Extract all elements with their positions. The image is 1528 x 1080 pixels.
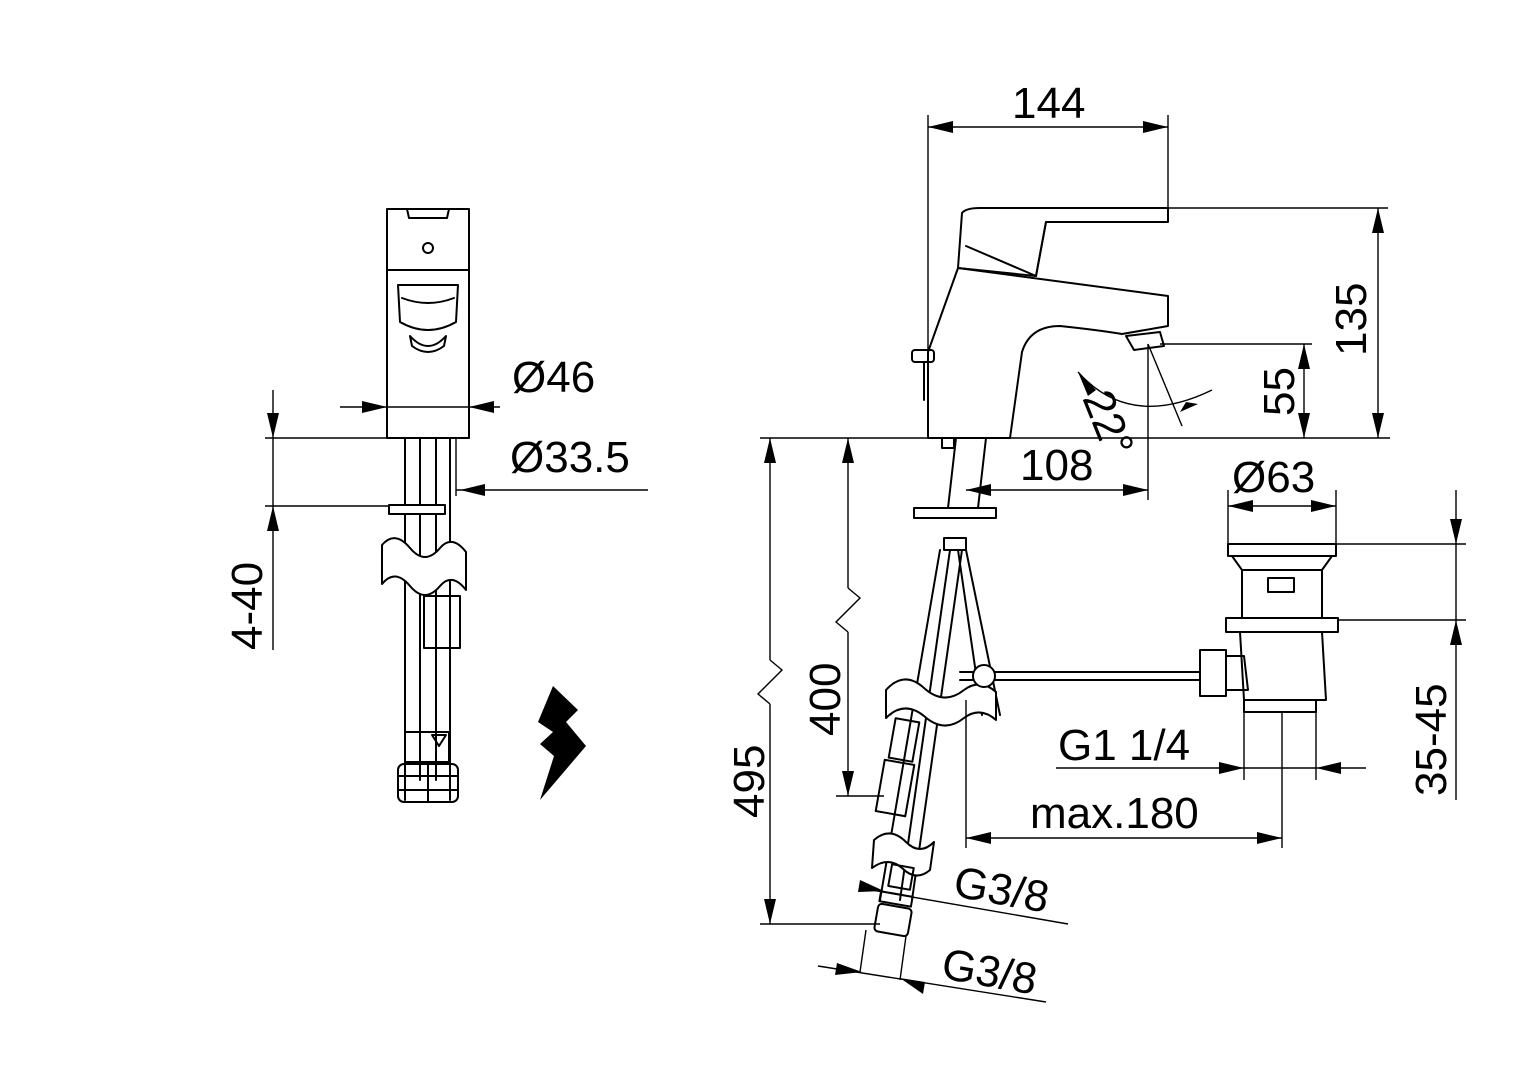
dim-spout-55: 55 [1255,367,1304,416]
dim-thread-g3-8-lower: G3/8 [938,940,1040,1005]
dim-thread-g3-8-upper: G3/8 [950,858,1052,923]
side-dimensions: 144 135 55 22° 108 400 [725,79,1466,1004]
dim-range-35-45: 35-45 [1407,683,1456,796]
front-view [381,208,470,803]
dim-max-180: max.180 [1030,789,1199,838]
dim-height-135: 135 [1327,283,1376,356]
dim-range-4-40: 4-40 [223,562,272,650]
dim-dia-33-5: Ø33.5 [510,433,630,482]
dim-dia-63: Ø63 [1232,453,1315,502]
dim-length-400: 400 [801,663,850,736]
dim-width-144: 144 [1012,79,1085,128]
side-view [871,207,1339,938]
dim-length-495: 495 [725,745,774,818]
dim-reach-108: 108 [1020,441,1093,490]
lightning-bolt-icon [538,686,586,800]
dim-dia-46: Ø46 [512,353,595,402]
dim-thread-g1-1-4: G1 1/4 [1058,721,1190,770]
front-dimensions: Ø46 Ø33.5 4-40 [223,353,648,800]
